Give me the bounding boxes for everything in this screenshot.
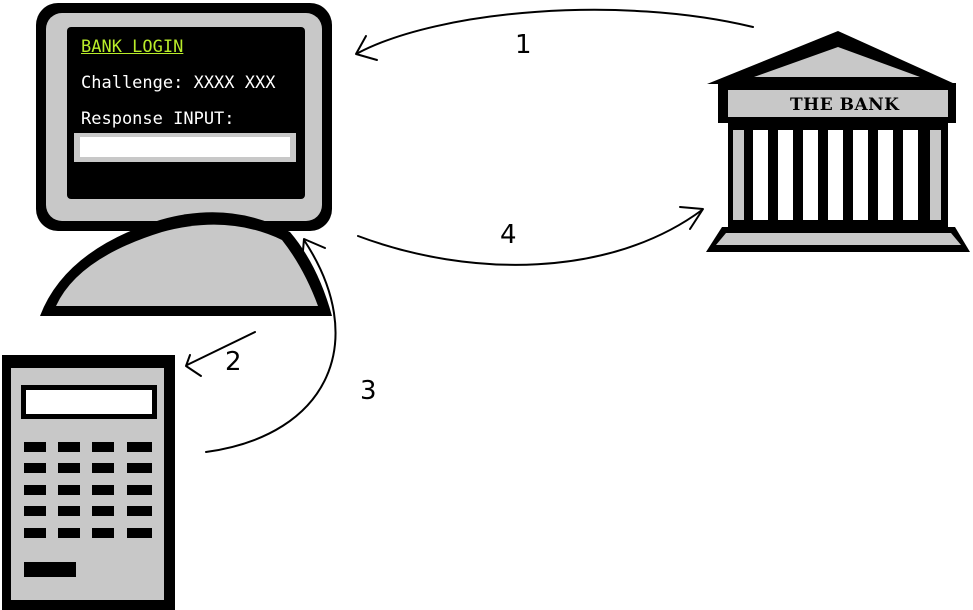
step-label-1: 1: [515, 30, 532, 60]
arrow-2-computer-to-calculator: [186, 331, 256, 366]
bank-roof: [754, 47, 920, 77]
calculator-key: [58, 506, 80, 516]
arrow-1-bank-to-computer: [357, 8, 754, 54]
calculator-key: [127, 442, 152, 452]
bank-column: [733, 130, 744, 220]
calculator-key: [92, 528, 114, 538]
bank-column: [930, 130, 941, 220]
calculator-key: [127, 506, 152, 516]
bank-column: [853, 130, 868, 220]
screen-title: BANK LOGIN: [81, 37, 184, 57]
calculator-keypad: [24, 442, 152, 577]
calculator-key: [58, 528, 80, 538]
arrow-3-calculator-to-computer: [205, 239, 337, 453]
calculator-key: [58, 463, 80, 473]
calculator-key: [58, 485, 80, 495]
calculator-key: [92, 506, 114, 516]
response-input[interactable]: [80, 137, 290, 157]
bank-column: [753, 130, 768, 220]
calculator-key: [24, 463, 46, 473]
step-label-2: 2: [225, 347, 242, 377]
calculator-key: [92, 485, 114, 495]
calculator-key: [127, 463, 152, 473]
calculator-key: [58, 442, 80, 452]
calculator-key: [127, 528, 152, 538]
calculator-key: [24, 485, 46, 495]
calculator-icon: [2, 355, 175, 610]
bank-entablature: [728, 90, 948, 117]
calculator-key: [92, 463, 114, 473]
arrow-1-head: [355, 35, 378, 61]
calculator-wide-key: [24, 562, 76, 577]
arrow-3-head: [301, 238, 326, 263]
calculator-key: [24, 442, 46, 452]
calculator-key: [92, 442, 114, 452]
bank-column: [828, 130, 843, 220]
bank-building-icon: [706, 31, 970, 252]
challenge-text: Challenge: XXXX XXX: [81, 73, 276, 93]
step-label-3: 3: [360, 376, 377, 406]
arrow-4-head: [679, 206, 704, 230]
arrow-2-head: [185, 354, 202, 377]
calculator-key: [127, 485, 152, 495]
response-label: Response INPUT:: [81, 109, 235, 129]
bank-column: [778, 130, 793, 220]
bank-column: [903, 130, 918, 220]
calculator-key: [24, 506, 46, 516]
calculator-display: [26, 390, 152, 414]
bank-base: [716, 233, 961, 245]
step-label-4: 4: [500, 220, 517, 250]
monitor-stand: [56, 224, 318, 306]
arrow-4-computer-to-bank: [357, 209, 703, 266]
bank-column: [878, 130, 893, 220]
calculator-key: [24, 528, 46, 538]
bank-column: [803, 130, 818, 220]
bank-name: THE BANK: [790, 95, 900, 115]
